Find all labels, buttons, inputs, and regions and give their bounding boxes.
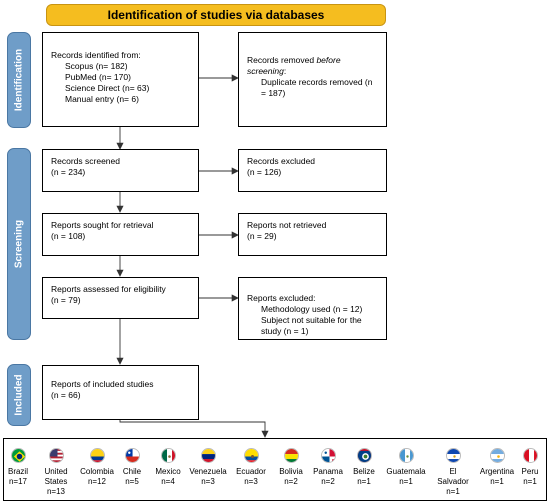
argentina-flag-icon	[489, 448, 505, 463]
usa-flag-icon	[48, 448, 64, 463]
el-salvador-flag-icon	[445, 448, 461, 463]
colombia-flag-icon	[89, 448, 105, 463]
country-name: Colombia	[80, 467, 114, 476]
records-identified-heading: Records identified from:	[51, 50, 141, 60]
reports-not-retrieved-count: (n = 29)	[247, 231, 277, 241]
reports-excluded-methodology: Methodology used (n = 12)	[261, 304, 363, 314]
box-reports-not-retrieved: Reports not retrieved (n = 29)	[238, 213, 387, 256]
country-name: Chile	[122, 467, 142, 476]
duplicates-removed-count: = 187)	[261, 88, 286, 98]
source-pubmed: PubMed (n= 170)	[65, 72, 131, 82]
country-name: Panama	[313, 467, 343, 476]
country-count: n=5	[125, 477, 139, 486]
source-science-direct: Science Direct (n= 63)	[65, 83, 150, 93]
country-name: Brazil	[7, 467, 28, 476]
country-name: Venezuela	[189, 467, 227, 476]
country-name-line2: States	[44, 477, 68, 486]
peru-flag-icon	[522, 448, 538, 463]
ecuador-flag-icon	[243, 448, 259, 463]
box-records-removed: Records removed before screening: Duplic…	[238, 32, 387, 127]
records-removed-heading-2: screening:	[247, 66, 287, 76]
reports-excluded-label: Reports excluded:	[247, 293, 316, 303]
country-name: Peru	[521, 467, 539, 476]
panama-flag-icon	[320, 448, 336, 463]
country-count: n=17	[8, 477, 28, 486]
box-records-excluded: Records excluded (n = 126)	[238, 149, 387, 192]
country-count: n=3	[244, 477, 258, 486]
phase-identification: Identification	[7, 32, 31, 128]
box-reports-assessed: Reports assessed for eligibility (n = 79…	[42, 277, 199, 319]
country-count: n=1	[446, 487, 460, 496]
country-count: n=1	[523, 477, 537, 486]
records-screened-label: Records screened	[51, 156, 120, 166]
country-name: Guatemala	[386, 467, 426, 476]
mexico-flag-icon	[160, 448, 176, 463]
reports-sought-label: Reports sought for retrieval	[51, 220, 154, 230]
source-manual-entry: Manual entry (n= 6)	[65, 94, 139, 104]
country-count: n=1	[490, 477, 504, 486]
country-count: n=13	[46, 487, 66, 496]
records-removed-heading: Records removed before	[247, 55, 341, 65]
country-count: n=2	[321, 477, 335, 486]
country-name: Ecuador	[236, 467, 266, 476]
country-count: n=3	[201, 477, 215, 486]
chile-flag-icon	[124, 448, 140, 463]
reports-not-retrieved-label: Reports not retrieved	[247, 220, 327, 230]
box-records-identified: Records identified from: Scopus (n= 182)…	[42, 32, 199, 127]
reports-sought-count: (n = 108)	[51, 231, 86, 241]
included-studies-count: (n = 66)	[51, 390, 81, 400]
country-name: Belize	[353, 467, 375, 476]
records-excluded-label: Records excluded	[247, 156, 316, 166]
arrow-included-to-countries	[119, 420, 269, 438]
reports-excluded-subject-count: study (n = 1)	[261, 326, 309, 336]
country-count: n=2	[284, 477, 298, 486]
country-count: n=1	[399, 477, 413, 486]
box-records-screened: Records screened (n = 234)	[42, 149, 199, 192]
box-included-studies: Reports of included studies (n = 66)	[42, 365, 199, 420]
reports-assessed-count: (n = 79)	[51, 295, 81, 305]
belize-flag-icon	[356, 448, 372, 463]
diagram-title: Identification of studies via databases	[46, 4, 386, 26]
included-studies-label: Reports of included studies	[51, 379, 154, 389]
source-scopus: Scopus (n= 182)	[65, 61, 128, 71]
reports-excluded-subject: Subject not suitable for the	[261, 315, 362, 325]
records-excluded-count: (n = 126)	[247, 167, 282, 177]
records-screened-count: (n = 234)	[51, 167, 86, 177]
country-name-line2: Salvador	[437, 477, 469, 486]
reports-assessed-label: Reports assessed for eligibility	[51, 284, 166, 294]
duplicates-removed: Duplicate records removed (n	[261, 77, 373, 87]
country-name: Mexico	[155, 467, 181, 476]
country-name: Bolivia	[279, 467, 303, 476]
country-count: n=12	[87, 477, 107, 486]
country-name: United	[44, 467, 68, 476]
brazil-flag-icon	[10, 448, 26, 463]
country-count: n=1	[357, 477, 371, 486]
country-name: Argentina	[479, 467, 515, 476]
box-reports-sought: Reports sought for retrieval (n = 108)	[42, 213, 199, 256]
box-reports-excluded: Reports excluded: Methodology used (n = …	[238, 277, 387, 340]
country-count: n=4	[161, 477, 175, 486]
phase-included: Included	[7, 364, 31, 426]
bolivia-flag-icon	[283, 448, 299, 463]
country-name: El	[449, 467, 457, 476]
venezuela-flag-icon	[200, 448, 216, 463]
guatemala-flag-icon	[398, 448, 414, 463]
phase-screening: Screening	[7, 148, 31, 340]
